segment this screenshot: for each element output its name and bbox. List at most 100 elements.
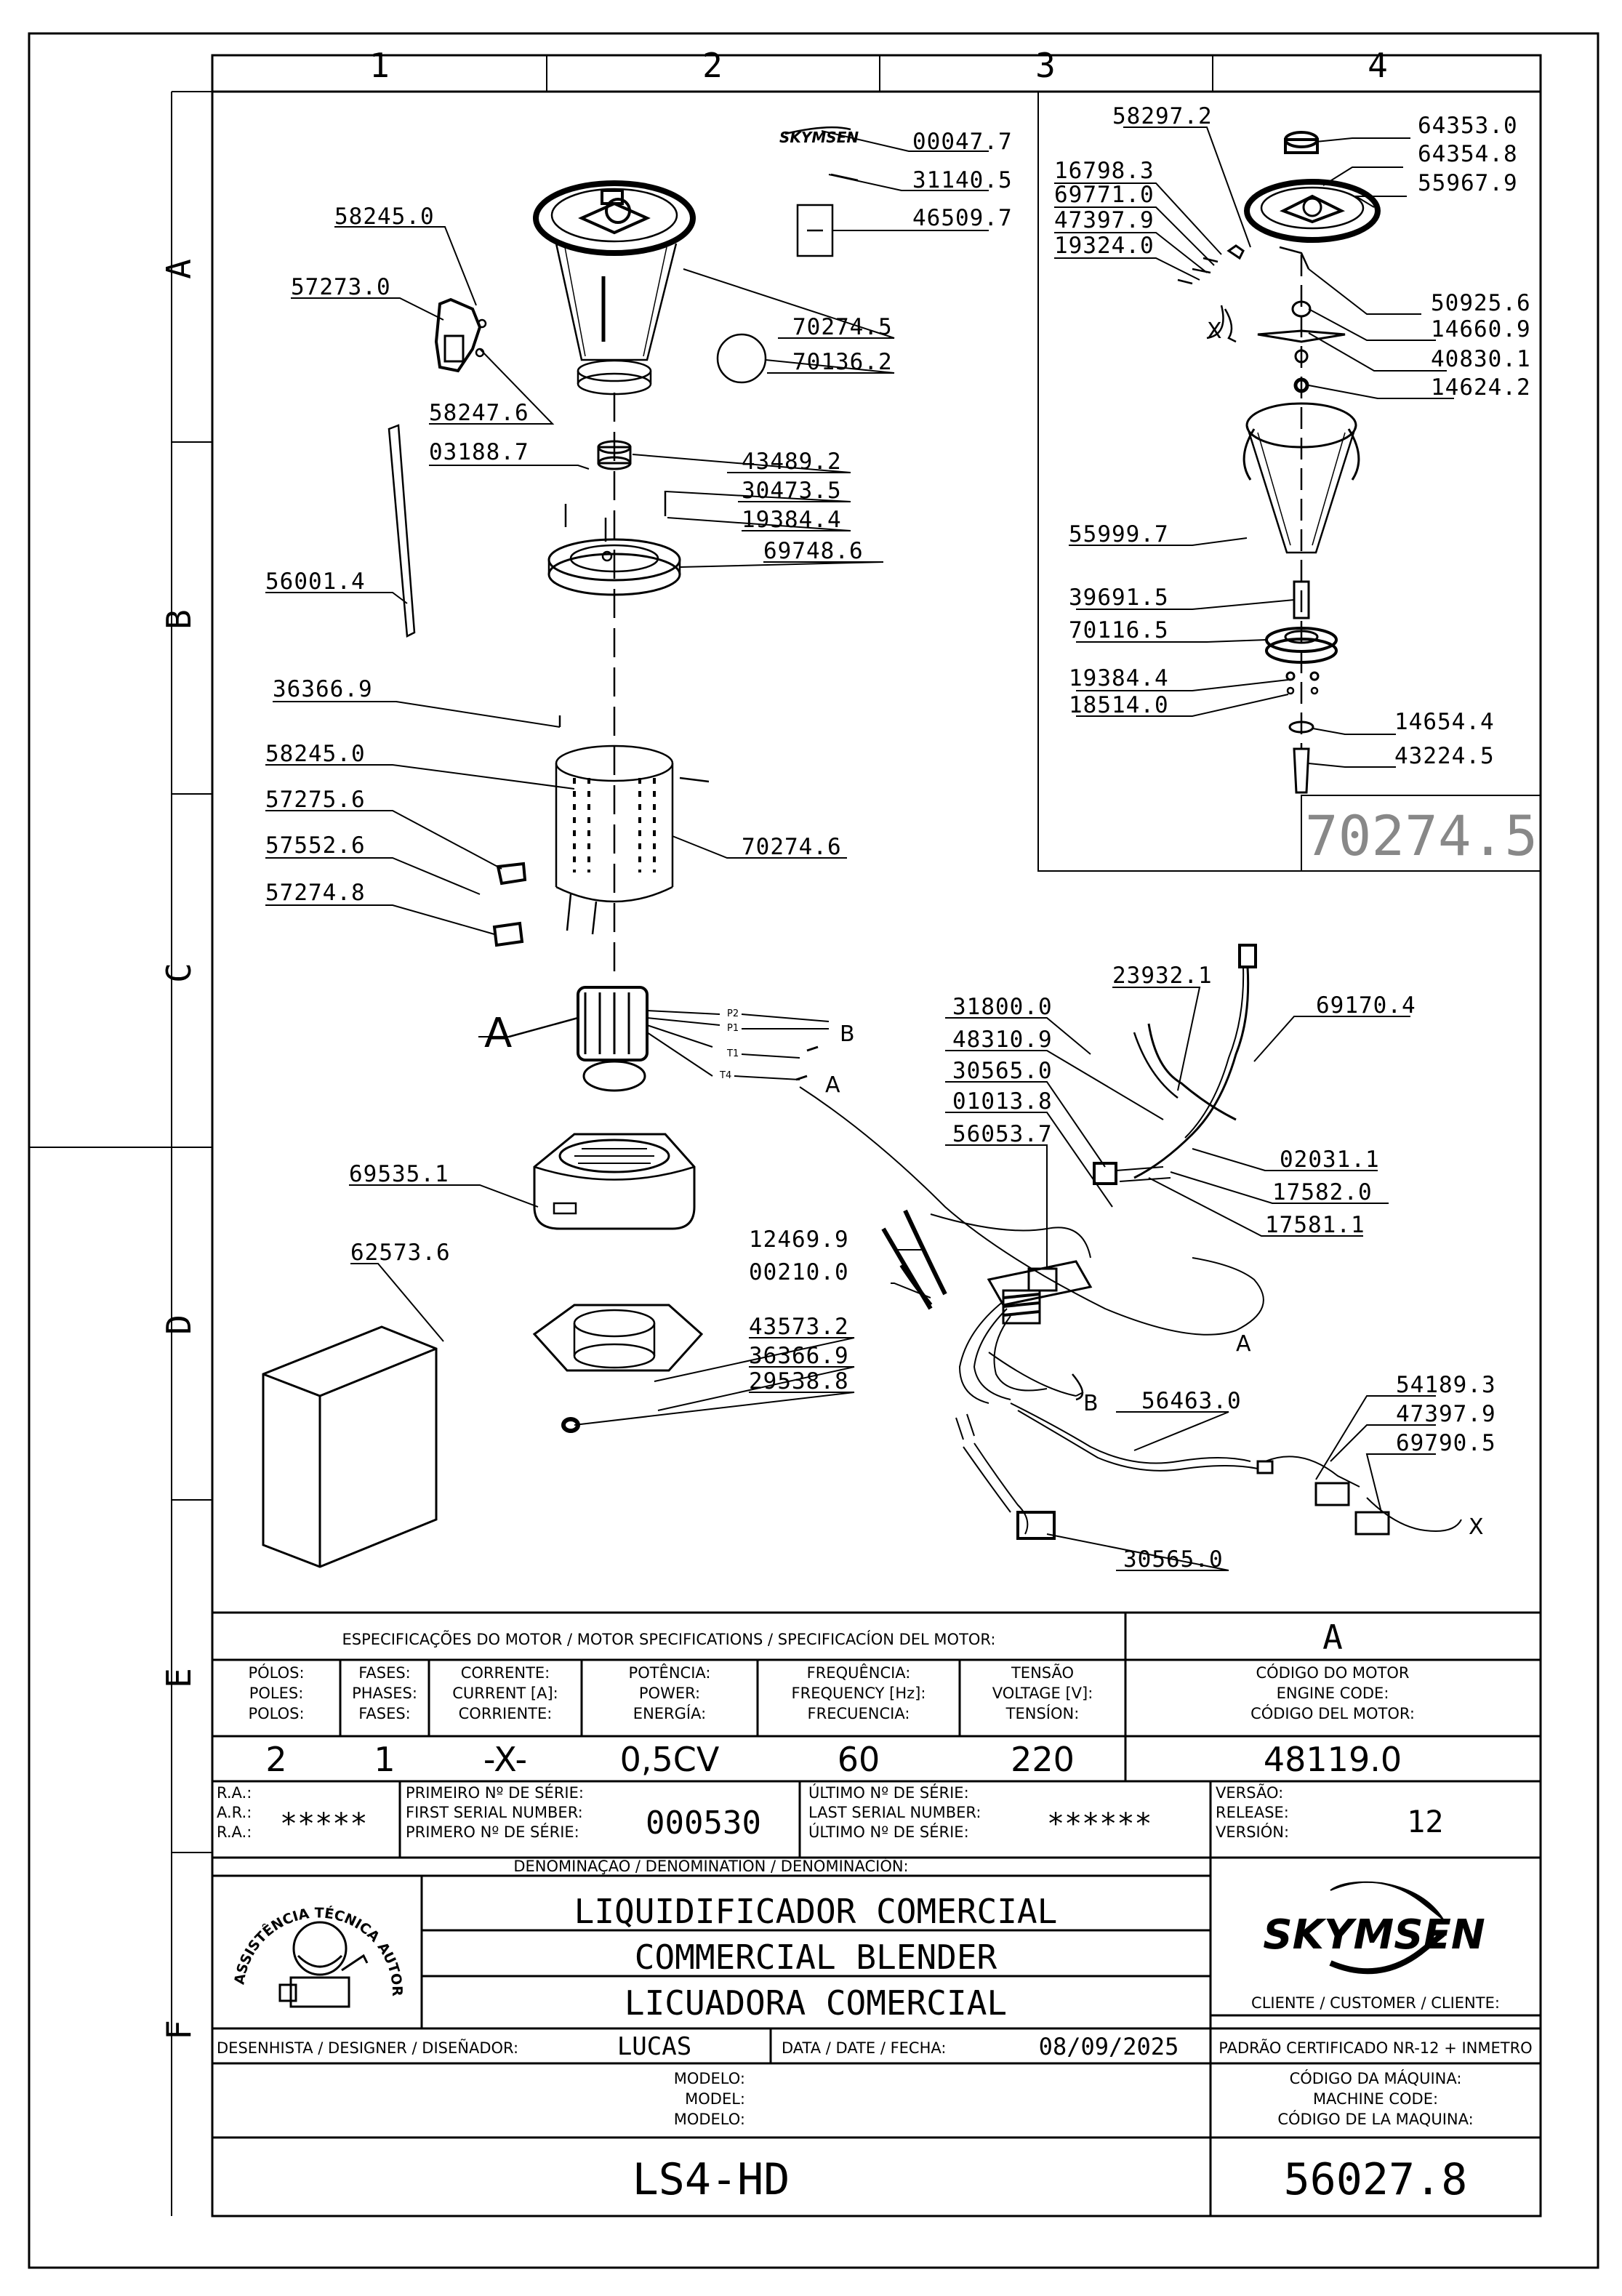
spec-col-power: POTÊNCIA: POWER: ENERGÍA: 0,5CV [620,1663,720,1779]
part-56001-4: 56001.4 [265,569,366,595]
spec-phases-value: 1 [374,1740,395,1779]
svg-text:ENGINE CODE:: ENGINE CODE: [1277,1685,1389,1702]
specs-heading: ESPECIFICAÇÕES DO MOTOR / MOTOR SPECIFIC… [342,1629,996,1648]
callout-a-harness: A [1236,1331,1251,1357]
control-board [987,1260,1093,1325]
svg-text:R.A.:: R.A.: [217,1784,252,1802]
svg-text:CÓDIGO DE LA MAQUINA:: CÓDIGO DE LA MAQUINA: [1277,2110,1473,2128]
detail-19324-0: 19324.0 [1054,233,1155,259]
grid-row-a: A [159,259,198,279]
part-31140-5: 31140.5 [912,167,1013,193]
base-housing [533,1133,696,1230]
jar-base [547,491,681,596]
svg-text:POLES:: POLES: [249,1685,304,1702]
packaging-box [262,1325,438,1568]
part-30473-5: 30473.5 [742,478,842,504]
detail-14660-9: 14660.9 [1431,316,1531,342]
spec-col-engine-code: CÓDIGO DO MOTOR ENGINE CODE: CÓDIGO DEL … [1250,1663,1415,1779]
date-label: DATA / DATE / FECHA: [782,2039,946,2057]
svg-text:TENSÍON:: TENSÍON: [1005,1704,1080,1722]
svg-text:ÚLTIMO Nº DE SÉRIE:: ÚLTIMO Nº DE SÉRIE: [808,1823,969,1841]
svg-text:FREQUENCY [Hz]:: FREQUENCY [Hz]: [792,1685,926,1702]
jar-lid [533,180,696,256]
power-cord [1133,944,1257,1179]
callout-x-detail: X [1207,318,1222,344]
part-47397-9-bottom: 47397.9 [1396,1401,1496,1427]
part-57275-6: 57275.6 [265,787,366,813]
part-00047-7: 00047.7 [912,129,1013,155]
part-58247-6: 58247.6 [429,400,529,426]
part-19384-4: 19384.4 [742,507,842,533]
part-17582-0: 17582.0 [1272,1179,1373,1205]
detail-55967-9: 55967.9 [1418,170,1518,196]
part-70136-2: 70136.2 [792,349,893,375]
spec-col-frequency: FREQUÊNCIA: FREQUENCY [Hz]: FRECUENCIA: … [792,1663,926,1779]
svg-text:R.A.:: R.A.: [217,1823,252,1841]
svg-text:CURRENT [A]:: CURRENT [A]: [452,1685,558,1702]
terminal-t1: T1 [726,1048,739,1059]
designer-value: LUCAS [617,2032,691,2061]
detail-16798-3: 16798.3 [1054,158,1155,184]
detail-view [1177,131,1381,794]
denomination-es: LICUADORA COMERCIAL [625,1983,1007,2023]
terminal-t4: T4 [719,1070,731,1081]
svg-text:PÓLOS:: PÓLOS: [248,1663,304,1682]
motor-housing [555,715,710,935]
svg-text:POWER:: POWER: [639,1685,700,1702]
part-58245-0-top: 58245.0 [334,204,435,230]
grid-col-3: 3 [1035,46,1056,85]
part-29538-8: 29538.8 [749,1368,849,1394]
spec-power-value: 0,5CV [620,1740,720,1779]
title-block-lines [212,1611,1541,2216]
part-57274-8: 57274.8 [265,880,366,906]
svg-text:MODEL:: MODEL: [685,2090,745,2108]
last-serial-value: ****** [1047,1807,1152,1841]
spec-col-phases: FASES: PHASES: FASES: 1 [352,1664,417,1779]
spec-col-current: CORRENTE: CURRENT [A]: CORRIENTE: -X- [452,1664,558,1779]
part-69748-6: 69748.6 [763,538,864,564]
part-58245-0-mid: 58245.0 [265,741,366,767]
detail-69771-0: 69771.0 [1054,182,1155,208]
svg-text:PRIMEIRO Nº DE SÉRIE:: PRIMEIRO Nº DE SÉRIE: [406,1783,584,1802]
part-69535-1: 69535.1 [349,1161,449,1187]
detail-47397-9: 47397.9 [1054,207,1155,233]
svg-text:MODELO:: MODELO: [674,2070,745,2087]
model-labels: MODELO: MODEL: MODELO: [674,2070,745,2128]
svg-text:FIRST SERIAL NUMBER:: FIRST SERIAL NUMBER: [406,1804,583,1821]
svg-text:ENERGÍA:: ENERGÍA: [633,1704,706,1722]
decal-logo: SKYMSEN [779,129,859,146]
part-36366-9-top: 36366.9 [273,676,373,702]
svg-text:MODELO:: MODELO: [674,2111,745,2128]
detail-43224-5: 43224.5 [1394,743,1495,769]
grid-col-2: 2 [702,46,723,85]
part-70274-6: 70274.6 [742,834,842,860]
part-43489-2: 43489.2 [742,449,842,475]
svg-text:PHASES:: PHASES: [352,1685,417,1702]
main-part-labels: 00047.7 31140.5 46509.7 58245.0 57273.0 … [265,129,1496,1573]
detail-58297-2: 58297.2 [1112,103,1213,129]
svg-text:A.R.:: A.R.: [217,1804,252,1821]
skymsen-decal: SKYMSEN [779,126,859,146]
part-12469-9: 12469.9 [749,1227,849,1253]
cert-text: PADRÃO CERTIFICADO NR-12 + INMETRO [1218,2038,1532,2057]
detail-14654-4: 14654.4 [1394,709,1495,735]
detail-box: 70274.5 [1037,91,1541,872]
svg-text:FASES:: FASES: [358,1664,411,1682]
jar-body [555,243,767,396]
svg-text:FASES:: FASES: [358,1705,411,1722]
assist-stamp: ASSISTÊNCIA TÉCNICA AUTORIZADA [0,0,405,2008]
designer-label: DESENHISTA / DESIGNER / DISEÑADOR: [217,2038,518,2057]
detail-64354-8: 64354.8 [1418,141,1518,167]
svg-text:TENSÃO: TENSÃO [1011,1663,1074,1682]
detail-40830-1: 40830.1 [1431,346,1531,372]
part-43573-2: 43573.2 [749,1314,849,1340]
part-70274-5: 70274.5 [792,314,893,340]
denomination-heading: DENOMINAÇÃO / DENOMINATION / DENOMINACIÓ… [513,1856,908,1875]
part-30565-0-top: 30565.0 [952,1058,1053,1084]
grid-row-e: E [159,1668,198,1688]
spec-engine-code-value: 48119.0 [1264,1740,1402,1779]
grid-col-4: 4 [1368,46,1388,85]
brand-logo: SKYMSEN [1263,1881,1485,1975]
svg-text:FRECUENCIA:: FRECUENCIA: [808,1705,910,1722]
